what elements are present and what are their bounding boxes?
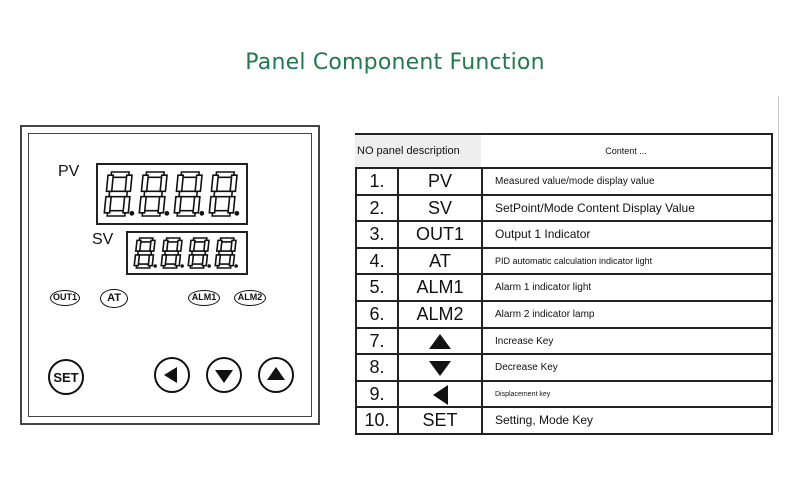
header-no-description: NO panel description xyxy=(355,135,481,167)
sv-label: SV xyxy=(92,231,114,248)
row-number: 9. xyxy=(369,383,385,404)
table-row: 1. PV Measured value/mode display value xyxy=(357,169,771,196)
row-name xyxy=(397,328,483,354)
controller-panel: PV SV OUT1 AT ALM1 ALM2 SET xyxy=(20,125,320,425)
row-description: Alarm 2 indicator lamp xyxy=(495,308,595,320)
page-title: Panel Component Function xyxy=(245,50,545,75)
row-number: 5. xyxy=(369,277,385,298)
page-edge-rule xyxy=(778,96,789,432)
table-row: 9. Displacement key xyxy=(357,381,771,409)
header-content: Content ... xyxy=(481,135,773,167)
up-triangle-icon xyxy=(429,334,451,350)
table-body: 1. PV Measured value/mode display value … xyxy=(355,167,773,435)
seven-segment-digit xyxy=(173,171,205,217)
row-description: Measured value/mode display value xyxy=(495,176,655,187)
seven-segment-digit xyxy=(133,237,157,269)
table-row: 2. SV SetPoint/Mode Content Display Valu… xyxy=(357,195,771,223)
up-button[interactable] xyxy=(258,357,294,393)
down-button[interactable] xyxy=(206,357,242,393)
row-name: SET xyxy=(397,408,483,433)
down-arrow-icon xyxy=(215,370,233,383)
table-row: 8. Decrease Key xyxy=(357,355,771,382)
sv-seven-segment xyxy=(133,237,238,269)
left-button[interactable] xyxy=(154,357,190,393)
seven-segment-digit xyxy=(138,171,170,217)
alm1-indicator: ALM1 xyxy=(188,290,220,306)
at-indicator: AT xyxy=(100,289,128,308)
up-arrow-icon xyxy=(267,367,285,380)
row-name: ALM1 xyxy=(397,275,483,300)
row-description: Increase Key xyxy=(495,335,554,347)
row-name: AT xyxy=(397,248,483,274)
set-button-label: SET xyxy=(53,369,79,385)
pv-label: PV xyxy=(58,163,80,180)
row-name: OUT1 xyxy=(397,222,483,247)
row-name: ALM2 xyxy=(397,301,483,327)
table-row: 10. SET Setting, Mode Key xyxy=(357,408,771,433)
table-row: 6. ALM2 Alarm 2 indicator lamp xyxy=(357,301,771,329)
row-number: 8. xyxy=(369,357,385,378)
sv-display xyxy=(126,231,248,275)
row-number: 6. xyxy=(369,303,385,324)
table-row: 7. Increase Key xyxy=(357,328,771,356)
row-number: 1. xyxy=(369,171,385,191)
row-number: 10. xyxy=(364,410,390,431)
down-triangle-icon xyxy=(429,360,451,376)
pv-display xyxy=(96,163,248,225)
left-arrow-icon xyxy=(164,367,177,383)
row-name: PV xyxy=(397,169,483,194)
seven-segment-digit xyxy=(214,237,238,269)
row-description: Setting, Mode Key xyxy=(495,413,594,428)
panel-inner-frame xyxy=(28,133,312,417)
seven-segment-digit xyxy=(187,237,211,269)
table-row: 5. ALM1 Alarm 1 indicator light xyxy=(357,275,771,302)
row-description: Displacement key xyxy=(495,390,551,398)
table-row: 4. AT PID automatic calculation indicato… xyxy=(357,248,771,276)
row-name: SV xyxy=(397,195,483,221)
left-triangle-icon xyxy=(432,385,448,405)
seven-segment-digit xyxy=(103,171,135,217)
set-button[interactable]: SET xyxy=(48,359,84,395)
row-name xyxy=(397,355,483,380)
alm2-indicator: ALM2 xyxy=(234,290,266,306)
row-description: PID automatic calculation indicator ligh… xyxy=(495,255,653,266)
seven-segment-digit xyxy=(208,171,240,217)
row-name xyxy=(397,381,483,407)
row-description: Output 1 Indicator xyxy=(495,227,591,242)
seven-segment-digit xyxy=(160,237,184,269)
row-number: 2. xyxy=(369,197,385,218)
row-number: 7. xyxy=(369,330,385,351)
description-table: NO panel description Content ... 1. PV M… xyxy=(355,133,773,435)
table-header: NO panel description Content ... xyxy=(355,133,773,167)
row-description: Alarm 1 indicator light xyxy=(495,282,592,294)
out1-indicator: OUT1 xyxy=(50,290,80,306)
row-description: SetPoint/Mode Content Display Value xyxy=(495,200,695,215)
row-number: 4. xyxy=(369,250,385,271)
pv-seven-segment xyxy=(103,171,240,217)
row-description: Decrease Key xyxy=(495,362,558,374)
row-number: 3. xyxy=(369,224,385,245)
table-row: 3. OUT1 Output 1 Indicator xyxy=(357,222,771,249)
